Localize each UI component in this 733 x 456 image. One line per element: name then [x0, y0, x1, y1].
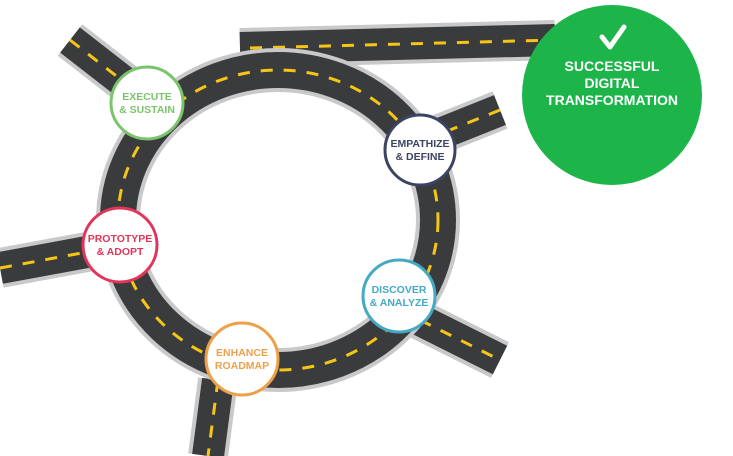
stage-empathize-circle [383, 113, 457, 187]
stage-execute-line2: & SUSTAIN [119, 104, 175, 116]
goal-node: SUCCESSFUL DIGITAL TRANSFORMATION [522, 5, 702, 185]
stage-discover: DISCOVER & ANALYZE [361, 258, 437, 334]
goal-circle [522, 5, 702, 185]
goal-line3: TRANSFORMATION [546, 92, 678, 108]
stage-empathize: EMPATHIZE & DEFINE [383, 113, 457, 187]
stage-enhance: ENHANCE ROADMAP [204, 321, 280, 397]
exit-road [239, 20, 556, 68]
stage-empathize-line2: & DEFINE [395, 151, 444, 163]
stage-prototype-line1: PROTOTYPE [88, 233, 153, 245]
goal-line1: SUCCESSFUL [565, 58, 660, 74]
stage-execute-circle [109, 65, 185, 141]
stage-execute-line1: EXECUTE [122, 91, 172, 103]
stage-discover-line2: & ANALYZE [370, 297, 429, 309]
stage-prototype-line2: & ADOPT [97, 246, 144, 258]
stage-enhance-circle [204, 321, 280, 397]
stage-discover-line1: DISCOVER [372, 284, 427, 296]
stage-execute: EXECUTE & SUSTAIN [109, 65, 185, 141]
goal-line2: DIGITAL [585, 75, 640, 91]
stage-prototype: PROTOTYPE & ADOPT [81, 206, 159, 284]
stage-enhance-line1: ENHANCE [216, 347, 268, 359]
stage-enhance-line2: ROADMAP [215, 360, 269, 372]
stage-prototype-circle [81, 206, 159, 284]
stage-empathize-line1: EMPATHIZE [390, 138, 449, 150]
checkmark-icon [599, 24, 627, 50]
stage-discover-circle [361, 258, 437, 334]
